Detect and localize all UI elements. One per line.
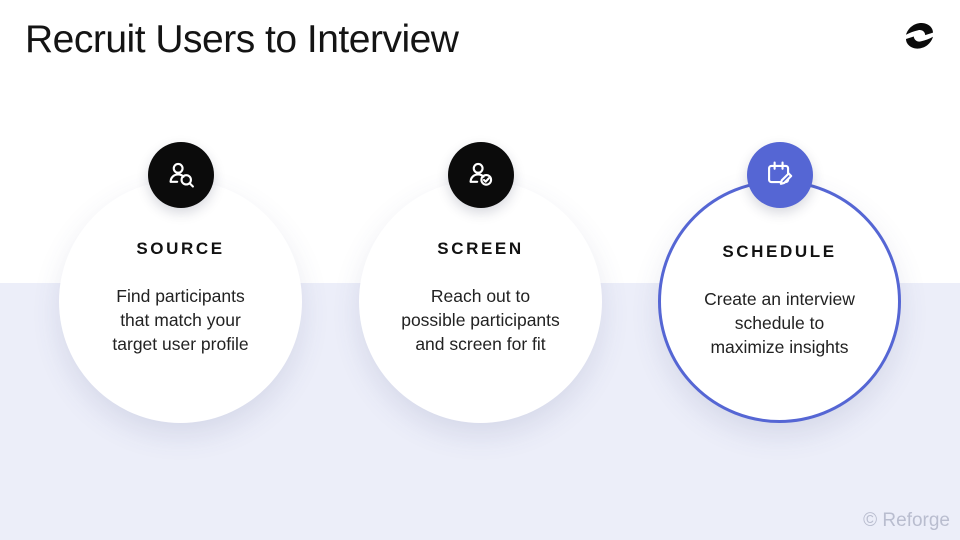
source-icon-badge	[148, 142, 214, 208]
step-card-source: SOURCE Find participants that match your…	[59, 180, 302, 423]
step-description: Reach out to possible participants and s…	[401, 286, 560, 354]
reforge-logo-icon	[906, 22, 933, 49]
user-search-icon	[169, 162, 194, 188]
user-check-icon	[469, 162, 493, 186]
step-label: SCHEDULE	[722, 242, 837, 261]
step-label: SCREEN	[437, 239, 524, 258]
page-title: Recruit Users to Interview	[25, 18, 459, 61]
step-label: SOURCE	[136, 239, 225, 258]
calendar-edit-icon	[768, 161, 793, 185]
schedule-icon-badge	[747, 142, 813, 208]
step-description: Find participants that match your target…	[112, 286, 249, 354]
step-card-screen: SCREEN Reach out to possible participant…	[359, 180, 602, 423]
screen-icon-badge	[448, 142, 514, 208]
step-description: Create an interview schedule to maximize…	[704, 289, 855, 357]
step-card-schedule: SCHEDULE Create an interview schedule to…	[658, 180, 901, 423]
copyright-text: © Reforge	[863, 510, 950, 531]
